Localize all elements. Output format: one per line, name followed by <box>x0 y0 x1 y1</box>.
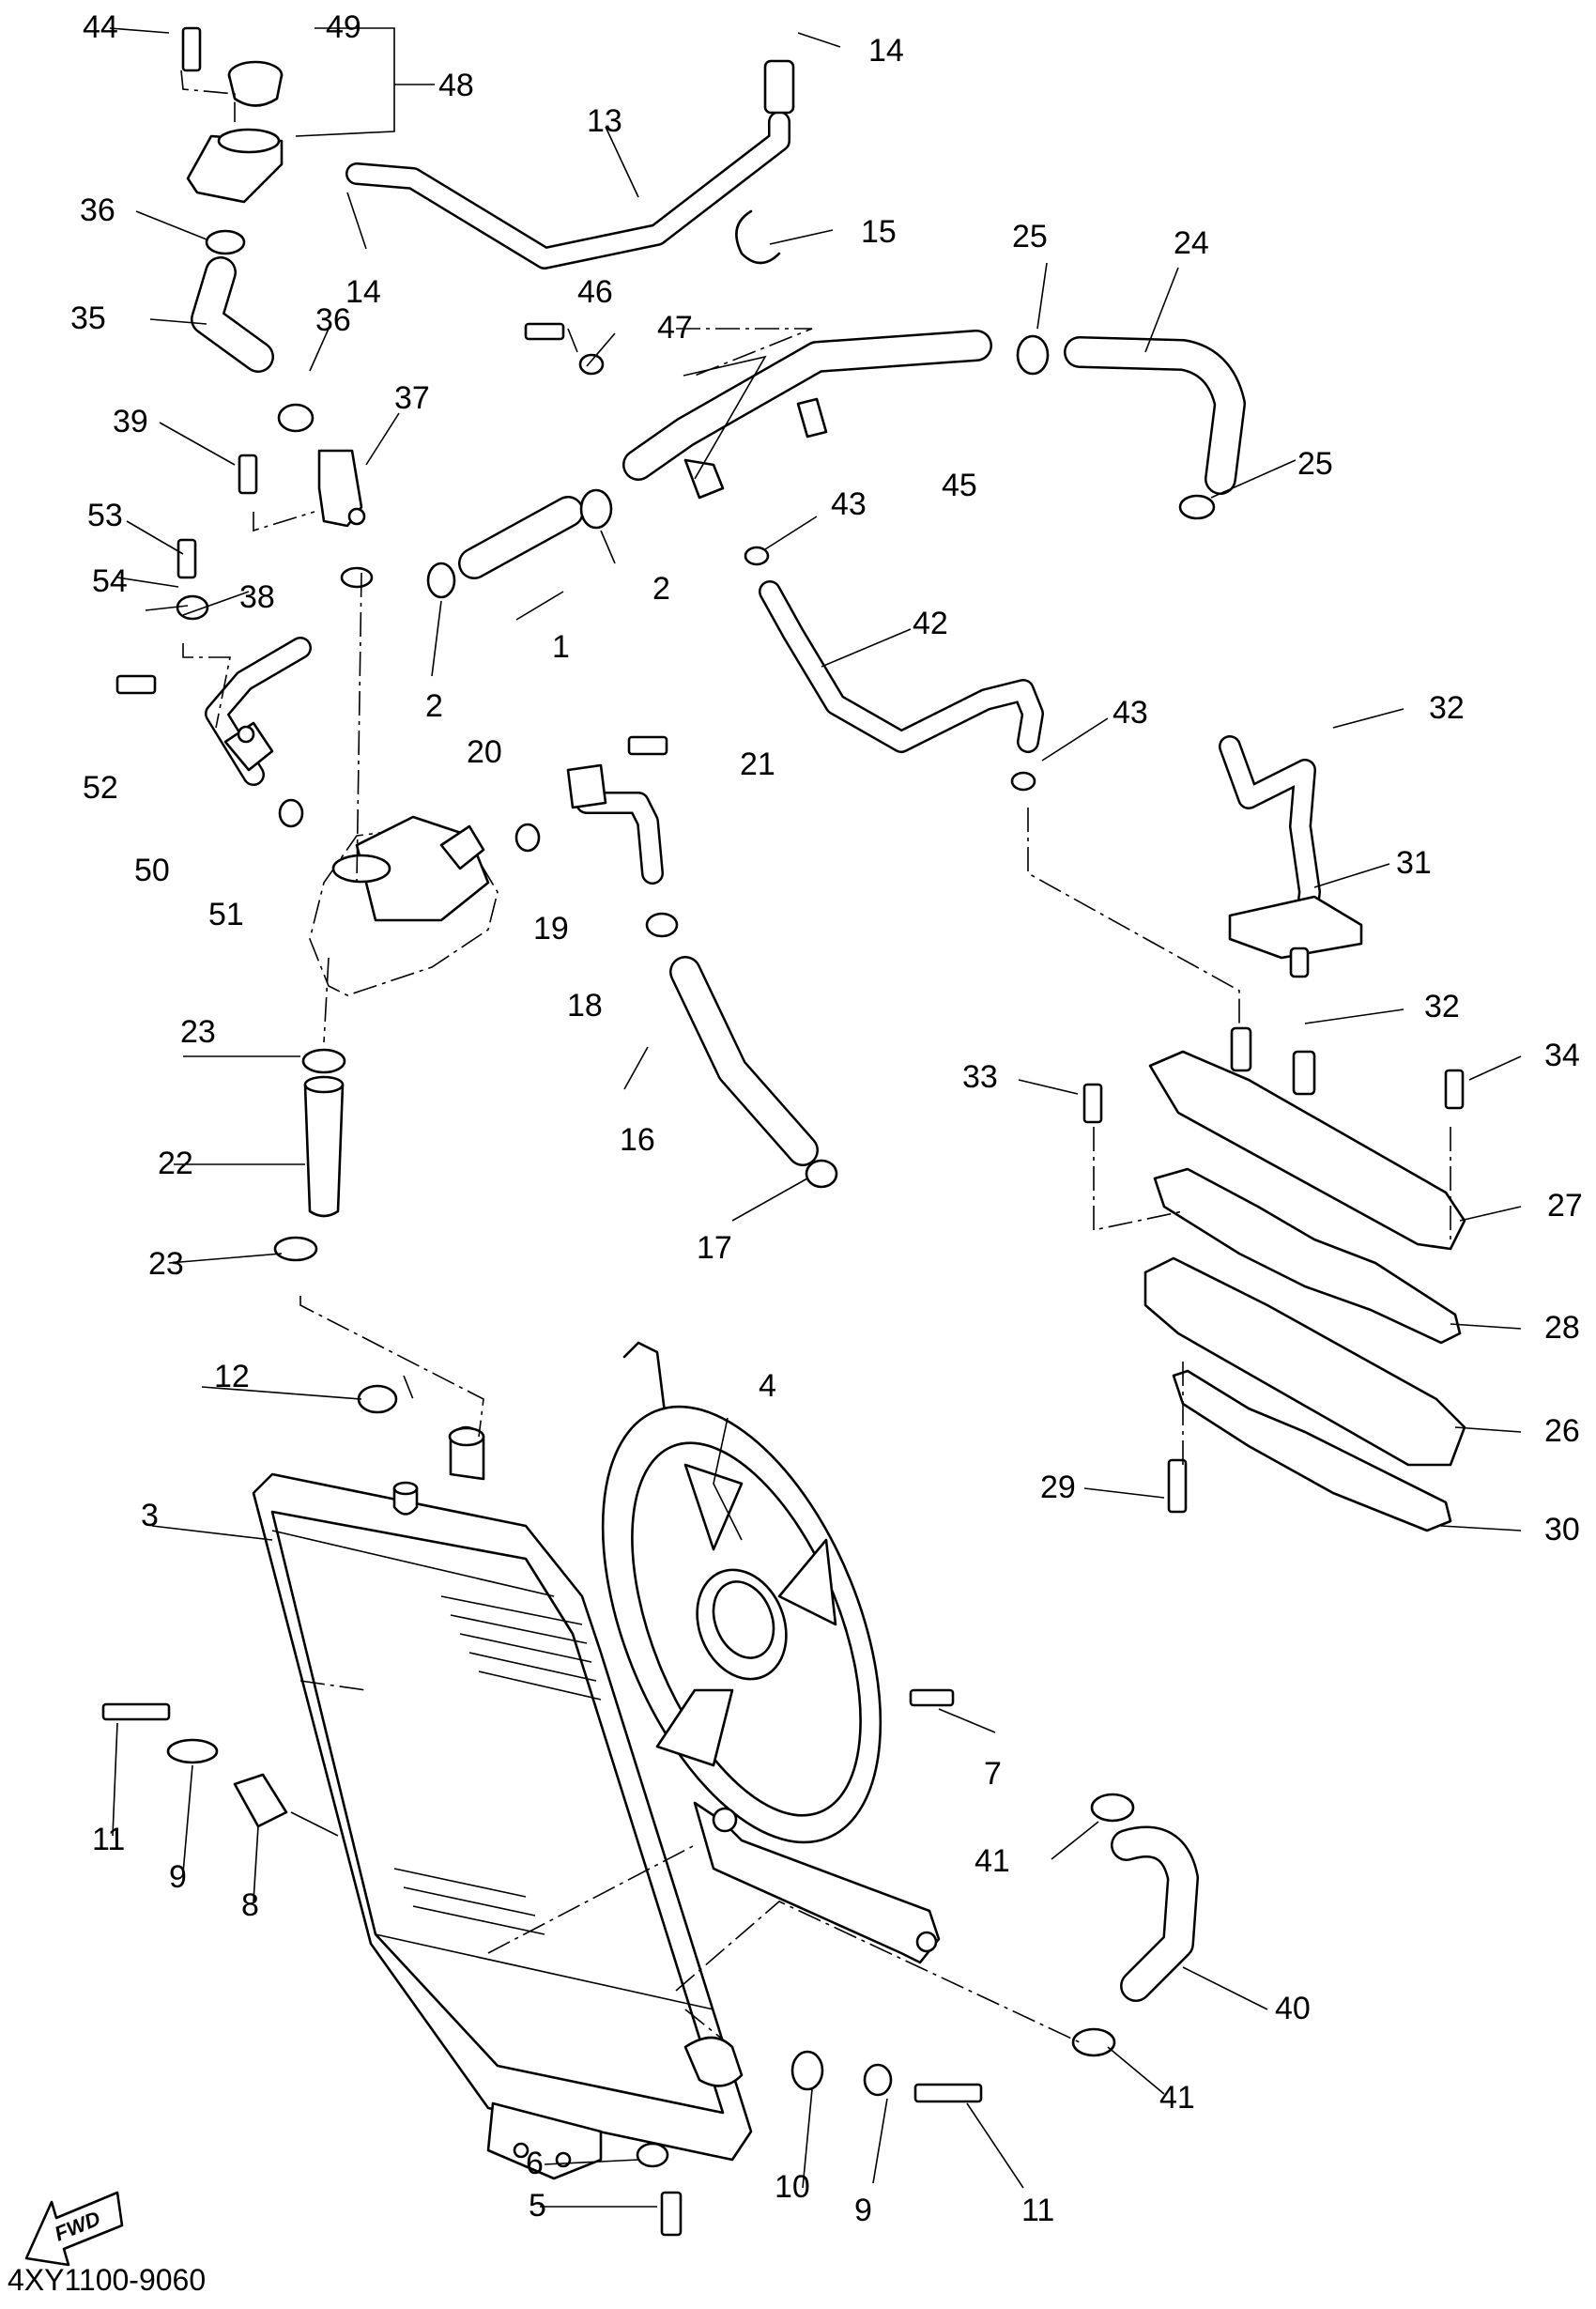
callout-16: 16 <box>620 1122 655 1158</box>
callout-51: 51 <box>208 897 244 932</box>
head-cover-27 <box>1148 1026 1466 1251</box>
callout-17: 17 <box>697 1230 732 1266</box>
callout-13: 13 <box>587 103 622 139</box>
callout-43: 43 <box>831 486 867 522</box>
callout-3: 3 <box>141 1498 159 1533</box>
filler-neck-48 <box>186 128 284 204</box>
callout-54: 54 <box>92 563 128 599</box>
callout-21: 21 <box>740 747 775 782</box>
cooling-fan <box>601 1341 941 1964</box>
callout-15: 15 <box>861 214 897 250</box>
callout-36: 36 <box>315 302 351 338</box>
callout-26: 26 <box>1544 1413 1580 1449</box>
callout-40: 40 <box>1275 1991 1311 2026</box>
callout-34: 34 <box>1544 1038 1580 1073</box>
callout-10: 10 <box>775 2169 810 2205</box>
callout-14: 14 <box>868 33 904 69</box>
bolts <box>101 26 1465 2237</box>
callout-22: 22 <box>158 1146 193 1181</box>
callout-4: 4 <box>759 1368 776 1404</box>
pump-housing <box>309 815 499 996</box>
callout-2: 2 <box>425 688 443 724</box>
pipe-19 <box>566 763 664 885</box>
callout-45: 45 <box>942 468 977 503</box>
joint-37 <box>317 449 366 528</box>
callout-31: 31 <box>1396 845 1432 881</box>
callout-33: 33 <box>962 1059 998 1095</box>
callout-47: 47 <box>657 310 693 346</box>
callout-41: 41 <box>974 1843 1010 1879</box>
callout-53: 53 <box>87 498 123 533</box>
callout-23: 23 <box>180 1014 216 1050</box>
callout-38: 38 <box>239 579 275 615</box>
callout-50: 50 <box>134 853 170 888</box>
callout-48: 48 <box>438 68 474 103</box>
callout-43: 43 <box>1113 695 1148 731</box>
callout-37: 37 <box>394 380 430 416</box>
pipe-50 <box>205 637 312 786</box>
hose-45 <box>622 330 992 500</box>
callout-11: 11 <box>1021 2193 1054 2228</box>
callout-12: 12 <box>214 1359 250 1394</box>
callout-1: 1 <box>552 629 570 665</box>
callout-11: 11 <box>92 1822 125 1857</box>
clamps <box>205 209 1216 2057</box>
hose-24 <box>1064 336 1246 495</box>
callout-14: 14 <box>345 274 381 310</box>
callout-7: 7 <box>984 1756 1002 1792</box>
gasket-28 <box>1153 1167 1462 1345</box>
callout-9: 9 <box>854 2193 872 2228</box>
callout-44: 44 <box>83 9 118 45</box>
callout-2: 2 <box>652 571 670 607</box>
callout-19: 19 <box>533 911 569 947</box>
hose-16 <box>669 956 819 1166</box>
callout-6: 6 <box>526 2146 544 2181</box>
callout-52: 52 <box>83 770 118 806</box>
callout-46: 46 <box>577 274 613 310</box>
callout-30: 30 <box>1544 1512 1580 1547</box>
diagram-code: 4XY1100-9060 <box>8 2263 207 2297</box>
callout-8: 8 <box>241 1887 259 1923</box>
fwd-arrow: FWD <box>24 2191 124 2267</box>
callout-24: 24 <box>1174 225 1209 261</box>
callout-49: 49 <box>326 9 361 45</box>
hose-40 <box>1111 1825 1199 2002</box>
hose-1 <box>458 496 584 579</box>
plate-26 <box>1143 1256 1466 1467</box>
callout-29: 29 <box>1040 1470 1076 1505</box>
hose-22 <box>303 1075 345 1218</box>
callout-39: 39 <box>113 404 148 439</box>
hose-13 <box>345 59 795 269</box>
callout-32: 32 <box>1429 690 1465 726</box>
callout-18: 18 <box>567 988 603 1024</box>
callout-5: 5 <box>529 2188 546 2224</box>
assembly-lines <box>180 69 1451 2048</box>
gasket-30 <box>1172 1369 1452 1532</box>
filler-cap-49 <box>227 60 284 107</box>
callout-25: 25 <box>1012 219 1048 254</box>
callout-36: 36 <box>80 192 115 228</box>
callout-28: 28 <box>1544 1310 1580 1346</box>
callout-27: 27 <box>1547 1188 1583 1224</box>
radiator <box>252 1425 753 2180</box>
callout-23: 23 <box>148 1246 184 1282</box>
callout-32: 32 <box>1424 989 1460 1024</box>
callout-41: 41 <box>1159 2080 1195 2116</box>
callout-9: 9 <box>169 1859 187 1895</box>
callout-35: 35 <box>70 300 106 336</box>
pipe-31 <box>1219 735 1363 978</box>
callout-25: 25 <box>1297 446 1333 482</box>
callout-20: 20 <box>467 734 502 770</box>
grommets-collars <box>166 353 893 2168</box>
callout-labels: 44 49 48 14 13 36 14 15 25 24 35 36 46 4… <box>70 9 1583 2228</box>
leader-lines <box>109 27 1522 2208</box>
hose-35 <box>191 256 274 373</box>
hose-42 <box>759 580 1044 753</box>
callout-42: 42 <box>913 606 948 641</box>
